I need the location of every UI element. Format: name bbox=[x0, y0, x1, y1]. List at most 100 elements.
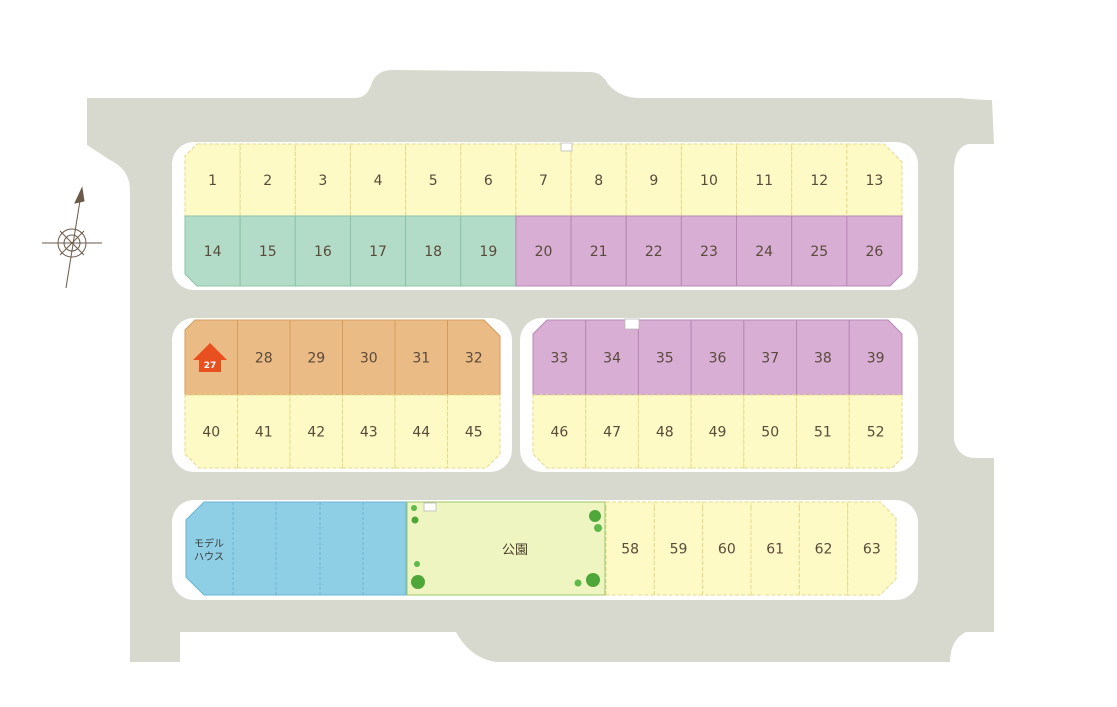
lot-38[interactable]: 38 bbox=[796, 319, 850, 396]
lot-31[interactable]: 31 bbox=[394, 319, 448, 396]
model-house-area[interactable]: モデル ハウス bbox=[185, 501, 407, 596]
lot-number: 2 bbox=[263, 173, 272, 189]
lot-number: 7 bbox=[539, 173, 548, 189]
lot-40[interactable]: 40 bbox=[184, 394, 238, 469]
lot-63[interactable]: 63 bbox=[847, 501, 897, 596]
lot-5[interactable]: 5 bbox=[405, 143, 462, 217]
lot-number: 52 bbox=[867, 425, 885, 441]
lot-49[interactable]: 49 bbox=[690, 394, 745, 469]
lot-18[interactable]: 18 bbox=[405, 215, 462, 287]
lot-number: 12 bbox=[810, 173, 828, 189]
lot-50[interactable]: 50 bbox=[743, 394, 798, 469]
lot-52[interactable]: 52 bbox=[848, 394, 903, 469]
lot-3[interactable]: 3 bbox=[294, 143, 351, 217]
lot-4[interactable]: 4 bbox=[349, 143, 407, 217]
lot-59[interactable]: 59 bbox=[653, 501, 704, 596]
lot-2[interactable]: 2 bbox=[239, 143, 296, 217]
lot-60[interactable]: 60 bbox=[702, 501, 752, 596]
lot-number: 49 bbox=[709, 425, 727, 441]
lot-12[interactable]: 12 bbox=[791, 143, 848, 217]
lot-47[interactable]: 47 bbox=[585, 394, 639, 469]
lot-8[interactable]: 8 bbox=[570, 143, 627, 217]
lot-36[interactable]: 36 bbox=[690, 319, 745, 396]
lot-shape[interactable] bbox=[637, 394, 692, 469]
lot-15[interactable]: 15 bbox=[239, 215, 296, 287]
lot-shape[interactable] bbox=[846, 215, 903, 287]
lot-number: 15 bbox=[259, 244, 277, 260]
lot-39[interactable]: 39 bbox=[848, 319, 903, 396]
lot-number: 59 bbox=[670, 542, 688, 558]
lot-62[interactable]: 62 bbox=[798, 501, 849, 596]
lot-10[interactable]: 10 bbox=[680, 143, 738, 217]
lot-41[interactable]: 41 bbox=[237, 394, 291, 469]
lot-shape[interactable] bbox=[743, 394, 798, 469]
lot-25[interactable]: 25 bbox=[791, 215, 848, 287]
lot-shape[interactable] bbox=[848, 319, 903, 396]
lot-shape[interactable] bbox=[585, 394, 639, 469]
lot-9[interactable]: 9 bbox=[625, 143, 682, 217]
lot-17[interactable]: 17 bbox=[349, 215, 407, 287]
park bbox=[406, 501, 606, 596]
lot-shape[interactable] bbox=[184, 394, 238, 469]
lot-16[interactable]: 16 bbox=[294, 215, 351, 287]
lot-shape[interactable] bbox=[848, 394, 903, 469]
lot-shape[interactable] bbox=[846, 143, 903, 217]
lot-13[interactable]: 13 bbox=[846, 143, 903, 217]
lot-shape[interactable] bbox=[847, 501, 897, 596]
utility-box bbox=[560, 142, 573, 152]
lot-22[interactable]: 22 bbox=[625, 215, 682, 287]
lot-shape[interactable] bbox=[184, 143, 241, 217]
lot-shape[interactable] bbox=[796, 394, 850, 469]
lot-20[interactable]: 20 bbox=[515, 215, 572, 287]
lot-shape[interactable] bbox=[690, 394, 745, 469]
lot-61[interactable]: 61 bbox=[750, 501, 800, 596]
utility-box bbox=[624, 318, 640, 330]
lot-24[interactable]: 24 bbox=[736, 215, 793, 287]
lot-shape[interactable] bbox=[289, 394, 343, 469]
lot-48[interactable]: 48 bbox=[637, 394, 692, 469]
lot-21[interactable]: 21 bbox=[570, 215, 627, 287]
compass-rose-icon bbox=[42, 186, 102, 289]
lot-number: 16 bbox=[314, 244, 332, 260]
lot-number: 50 bbox=[761, 425, 779, 441]
lot-19[interactable]: 19 bbox=[460, 215, 517, 287]
lot-number: 34 bbox=[603, 351, 621, 367]
lot-number: 13 bbox=[866, 173, 884, 189]
lot-51[interactable]: 51 bbox=[796, 394, 850, 469]
lot-shape[interactable] bbox=[394, 394, 448, 469]
lot-23[interactable]: 23 bbox=[680, 215, 738, 287]
lot-shape[interactable] bbox=[447, 319, 501, 396]
lot-43[interactable]: 43 bbox=[342, 394, 396, 469]
lot-42[interactable]: 42 bbox=[289, 394, 343, 469]
lot-shape[interactable] bbox=[342, 394, 396, 469]
lot-number: 37 bbox=[761, 351, 779, 367]
lot-30[interactable]: 30 bbox=[342, 319, 396, 396]
tree-icon bbox=[586, 573, 600, 587]
lot-shape[interactable] bbox=[447, 394, 501, 469]
lot-number: 39 bbox=[867, 351, 885, 367]
lot-14[interactable]: 14 bbox=[184, 215, 241, 287]
lot-number: 6 bbox=[484, 173, 493, 189]
lot-44[interactable]: 44 bbox=[394, 394, 448, 469]
lot-29[interactable]: 29 bbox=[289, 319, 343, 396]
lot-7[interactable]: 7 bbox=[515, 143, 572, 217]
lot-33[interactable]: 33 bbox=[532, 319, 587, 396]
lot-shape[interactable] bbox=[532, 394, 587, 469]
lot-number: 60 bbox=[718, 542, 736, 558]
lot-shape[interactable] bbox=[184, 215, 241, 287]
lot-28[interactable]: 28 bbox=[237, 319, 291, 396]
lot-46[interactable]: 46 bbox=[532, 394, 587, 469]
lot-26[interactable]: 26 bbox=[846, 215, 903, 287]
lot-shape[interactable] bbox=[237, 394, 291, 469]
lot-11[interactable]: 11 bbox=[736, 143, 793, 217]
lot-58[interactable]: 58 bbox=[605, 501, 655, 596]
lot-34[interactable]: 34 bbox=[585, 319, 639, 396]
lot-32[interactable]: 32 bbox=[447, 319, 501, 396]
lot-6[interactable]: 6 bbox=[460, 143, 517, 217]
lot-35[interactable]: 35 bbox=[637, 319, 692, 396]
lot-45[interactable]: 45 bbox=[447, 394, 501, 469]
lot-37[interactable]: 37 bbox=[743, 319, 798, 396]
model-house-lot[interactable] bbox=[185, 501, 407, 596]
lot-number: 14 bbox=[204, 244, 222, 260]
lot-1[interactable]: 1 bbox=[184, 143, 241, 217]
